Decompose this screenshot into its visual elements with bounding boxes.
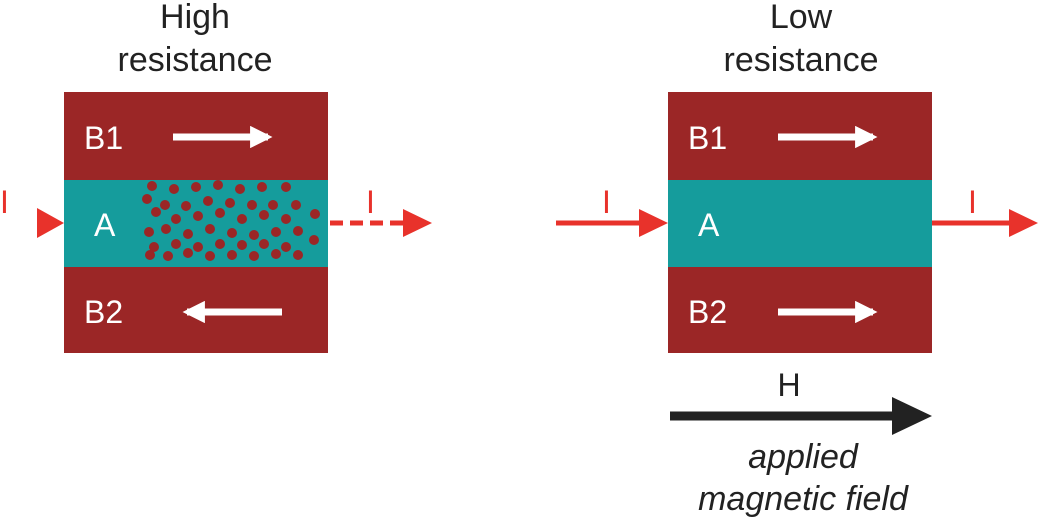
left-current-out-arrow-icon [403,209,432,237]
field-arrow-icon [892,397,932,435]
left-panel: High resistance B1 A B2 I I [0,0,432,353]
right-current-in-arrow-icon [639,209,668,237]
right-title-line2: resistance [724,41,879,79]
scatter-dot [293,226,303,236]
right-current-out-arrow-icon [1009,209,1038,237]
right-title-line1: Low [770,0,833,36]
left-layer-b1-label: B1 [84,120,123,156]
scatter-dot [268,200,278,210]
right-current-out-label: I [968,184,977,220]
scatter-dot [147,181,157,191]
scatter-dot [169,184,179,194]
scatter-dot [247,200,257,210]
scatter-dot [237,240,247,250]
scatter-dot [271,227,281,237]
scatter-dot [205,251,215,261]
scatter-dot [142,194,152,204]
field-caption-line1: applied [748,438,859,476]
scatter-dot [281,242,291,252]
scatter-dot [151,207,161,217]
scatter-dot [161,224,171,234]
applied-field: H applied magnetic field [670,367,932,518]
scatter-dot [259,239,269,249]
field-caption-line2: magnetic field [698,480,909,518]
right-layer-a-label: A [698,207,720,243]
scatter-dot [191,182,201,192]
scatter-dot [281,182,291,192]
left-title-line2: resistance [118,41,273,79]
scatter-dot [145,250,155,260]
scatter-dot [225,198,235,208]
scatter-dot [227,228,237,238]
scatter-dot [183,229,193,239]
scatter-dot [293,250,303,260]
electron-scattering-dots [142,180,320,261]
scatter-dot [215,208,225,218]
scatter-dot [144,227,154,237]
scatter-dot [249,251,259,261]
left-current-in-label: I [0,184,9,220]
scatter-dot [171,214,181,224]
scatter-dot [183,248,193,258]
scatter-dot [257,182,267,192]
scatter-dot [291,200,301,210]
scatter-dot [271,249,281,259]
left-current-out-label: I [366,184,375,220]
scatter-dot [215,239,225,249]
scatter-dot [213,180,223,190]
right-layer-b2-label: B2 [688,294,727,330]
scatter-dot [235,184,245,194]
scatter-dot [203,196,213,206]
left-title-line1: High [160,0,230,36]
scatter-dot [309,235,319,245]
scatter-dot [237,214,247,224]
scatter-dot [259,210,269,220]
right-current-in-label: I [602,184,611,220]
scatter-dot [163,251,173,261]
scatter-dot [249,230,259,240]
scatter-dot [193,211,203,221]
scatter-dot [205,224,215,234]
right-layer-a [668,180,932,267]
left-layer-a-label: A [94,207,116,243]
field-symbol: H [777,367,800,403]
right-panel: Low resistance B1 A B2 I I [556,0,1038,353]
scatter-dot [181,201,191,211]
scatter-dot [160,200,170,210]
scatter-dot [310,209,320,219]
scatter-dot [149,242,159,252]
scatter-dot [171,239,181,249]
scatter-dot [281,214,291,224]
right-layer-b1-label: B1 [688,120,727,156]
scatter-dot [227,250,237,260]
left-current-in-arrow-icon [37,208,64,238]
left-layer-b2-label: B2 [84,294,123,330]
scatter-dot [193,242,203,252]
